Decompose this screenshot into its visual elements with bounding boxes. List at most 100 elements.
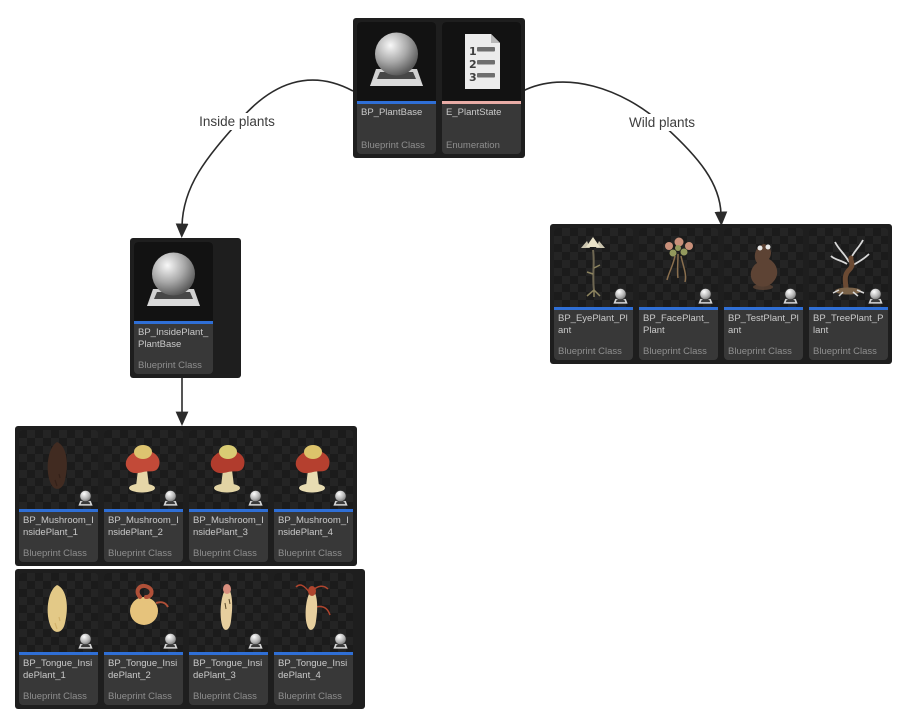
asset-thumbnail-icon <box>274 573 353 652</box>
asset-type-label: Blueprint Class <box>23 691 87 702</box>
asset-thumbnail <box>104 573 183 652</box>
asset-thumbnail-icon <box>809 228 888 307</box>
asset-type-accent-bar <box>134 321 213 324</box>
asset-card-bp_tongue_insideplant_1[interactable]: BP_Tongue_InsidePlant_1 Blueprint Class <box>19 573 98 705</box>
blueprint-sphere-badge-icon <box>866 286 885 305</box>
asset-thumbnail <box>274 573 353 652</box>
asset-thumbnail <box>724 228 803 307</box>
edge-label-wild-plants: Wild plants <box>622 114 702 131</box>
asset-type-label: Blueprint Class <box>558 346 622 357</box>
asset-meta: BP_InsidePlant_PlantBase Blueprint Class <box>134 324 213 374</box>
asset-meta: BP_TestPlant_Plant Blueprint Class <box>724 310 803 360</box>
asset-name: BP_TestPlant_Plant <box>728 313 799 336</box>
asset-type-label: Blueprint Class <box>278 548 342 559</box>
asset-thumbnail-icon <box>639 228 718 307</box>
asset-type-accent-bar <box>809 307 888 310</box>
asset-card-bp_mushroom_insideplant_1[interactable]: BP_Mushroom_InsidePlant_1 Blueprint Clas… <box>19 430 98 562</box>
blueprint-sphere-badge-icon <box>611 286 630 305</box>
asset-thumbnail-icon <box>189 430 268 509</box>
asset-thumbnail-icon <box>19 430 98 509</box>
asset-meta: BP_Tongue_InsidePlant_2 Blueprint Class <box>104 655 183 705</box>
asset-thumbnail <box>189 430 268 509</box>
asset-meta: BP_EyePlant_Plant Blueprint Class <box>554 310 633 360</box>
asset-name: BP_Mushroom_InsidePlant_1 <box>23 515 94 538</box>
blueprint-sphere-badge-icon <box>161 631 180 650</box>
blueprint-sphere-badge-icon <box>76 631 95 650</box>
asset-type-accent-bar <box>554 307 633 310</box>
edge-root-to-inside-base <box>175 79 354 238</box>
asset-type-accent-bar <box>724 307 803 310</box>
asset-card-bp_tongue_insideplant_3[interactable]: BP_Tongue_InsidePlant_3 Blueprint Class <box>189 573 268 705</box>
asset-thumbnail-icon <box>104 573 183 652</box>
asset-card-bp_mushroom_insideplant_4[interactable]: BP_Mushroom_InsidePlant_4 Blueprint Clas… <box>274 430 353 562</box>
asset-card-bp_mushroom_insideplant_2[interactable]: BP_Mushroom_InsidePlant_2 Blueprint Clas… <box>104 430 183 562</box>
asset-card-bp_treeplant_plant[interactable]: BP_TreePlant_Plant Blueprint Class <box>809 228 888 360</box>
asset-meta: BP_Mushroom_InsidePlant_4 Blueprint Clas… <box>274 512 353 562</box>
asset-type-accent-bar <box>189 509 268 512</box>
asset-type-accent-bar <box>19 652 98 655</box>
asset-meta: BP_PlantBase Blueprint Class <box>357 104 436 154</box>
blueprint-sphere-badge-icon <box>331 631 350 650</box>
asset-type-label: Blueprint Class <box>23 548 87 559</box>
asset-thumbnail <box>19 573 98 652</box>
asset-card-bp_faceplant_plant[interactable]: BP_FacePlant_Plant Blueprint Class <box>639 228 718 360</box>
asset-card-bp_tongue_insideplant_2[interactable]: BP_Tongue_InsidePlant_2 Blueprint Class <box>104 573 183 705</box>
asset-thumbnail <box>809 228 888 307</box>
blueprint-sphere-badge-icon <box>161 488 180 507</box>
edge-root-to-wild-plants <box>522 81 728 226</box>
asset-card-bp_plantbase[interactable]: BP_PlantBase Blueprint Class <box>357 22 436 154</box>
asset-type-accent-bar <box>274 509 353 512</box>
asset-thumbnail <box>134 242 213 321</box>
blueprint-sphere-badge-icon <box>696 286 715 305</box>
asset-meta: BP_TreePlant_Plant Blueprint Class <box>809 310 888 360</box>
asset-type-accent-bar <box>189 652 268 655</box>
asset-name: BP_FacePlant_Plant <box>643 313 710 336</box>
blueprint-sphere-badge-icon <box>246 488 265 507</box>
asset-card-bp_testplant_plant[interactable]: BP_TestPlant_Plant Blueprint Class <box>724 228 803 360</box>
asset-name: BP_EyePlant_Plant <box>558 313 628 336</box>
asset-thumbnail <box>639 228 718 307</box>
asset-thumbnail <box>554 228 633 307</box>
asset-card-bp_eyeplant_plant[interactable]: BP_EyePlant_Plant Blueprint Class <box>554 228 633 360</box>
asset-type-label: Enumeration <box>446 140 500 151</box>
asset-thumbnail-icon <box>724 228 803 307</box>
asset-type-label: Blueprint Class <box>361 140 425 151</box>
asset-type-label: Blueprint Class <box>193 691 257 702</box>
asset-type-accent-bar <box>104 509 183 512</box>
blueprint-sphere-badge-icon <box>246 631 265 650</box>
asset-thumbnail-icon <box>104 430 183 509</box>
asset-meta: BP_Mushroom_InsidePlant_2 Blueprint Clas… <box>104 512 183 562</box>
asset-type-label: Blueprint Class <box>728 346 792 357</box>
asset-name: BP_Tongue_InsidePlant_4 <box>278 658 348 681</box>
asset-card-bp_insideplant_plantbase[interactable]: BP_InsidePlant_PlantBase Blueprint Class <box>134 242 213 374</box>
edge-label-inside-plants: Inside plants <box>193 113 281 130</box>
asset-name: BP_TreePlant_Plant <box>813 313 884 336</box>
asset-name: BP_InsidePlant_PlantBase <box>138 327 209 350</box>
asset-meta: BP_Mushroom_InsidePlant_1 Blueprint Clas… <box>19 512 98 562</box>
asset-type-label: Blueprint Class <box>108 548 172 559</box>
asset-name: BP_Mushroom_InsidePlant_4 <box>278 515 349 538</box>
asset-group-inside-base: BP_InsidePlant_PlantBase Blueprint Class <box>130 238 241 378</box>
asset-group-wild-plants: BP_EyePlant_Plant Blueprint Class BP_Fac… <box>550 224 892 364</box>
asset-thumbnail-icon <box>189 573 268 652</box>
asset-type-accent-bar <box>274 652 353 655</box>
asset-name: BP_Mushroom_InsidePlant_2 <box>108 515 179 538</box>
asset-name: BP_Tongue_InsidePlant_1 <box>23 658 93 681</box>
asset-card-bp_tongue_insideplant_4[interactable]: BP_Tongue_InsidePlant_4 Blueprint Class <box>274 573 353 705</box>
asset-name: BP_PlantBase <box>361 107 423 118</box>
asset-meta: BP_FacePlant_Plant Blueprint Class <box>639 310 718 360</box>
asset-name: BP_Mushroom_InsidePlant_3 <box>193 515 264 538</box>
svg-text:3: 3 <box>469 71 477 84</box>
asset-meta: E_PlantState Enumeration <box>442 104 521 154</box>
asset-thumbnail-icon <box>19 573 98 652</box>
asset-meta: BP_Tongue_InsidePlant_4 Blueprint Class <box>274 655 353 705</box>
blueprint-sphere-badge-icon <box>331 488 350 507</box>
asset-card-bp_mushroom_insideplant_3[interactable]: BP_Mushroom_InsidePlant_3 Blueprint Clas… <box>189 430 268 562</box>
asset-type-label: Blueprint Class <box>643 346 707 357</box>
svg-text:1: 1 <box>469 45 477 58</box>
asset-thumbnail <box>357 22 436 101</box>
